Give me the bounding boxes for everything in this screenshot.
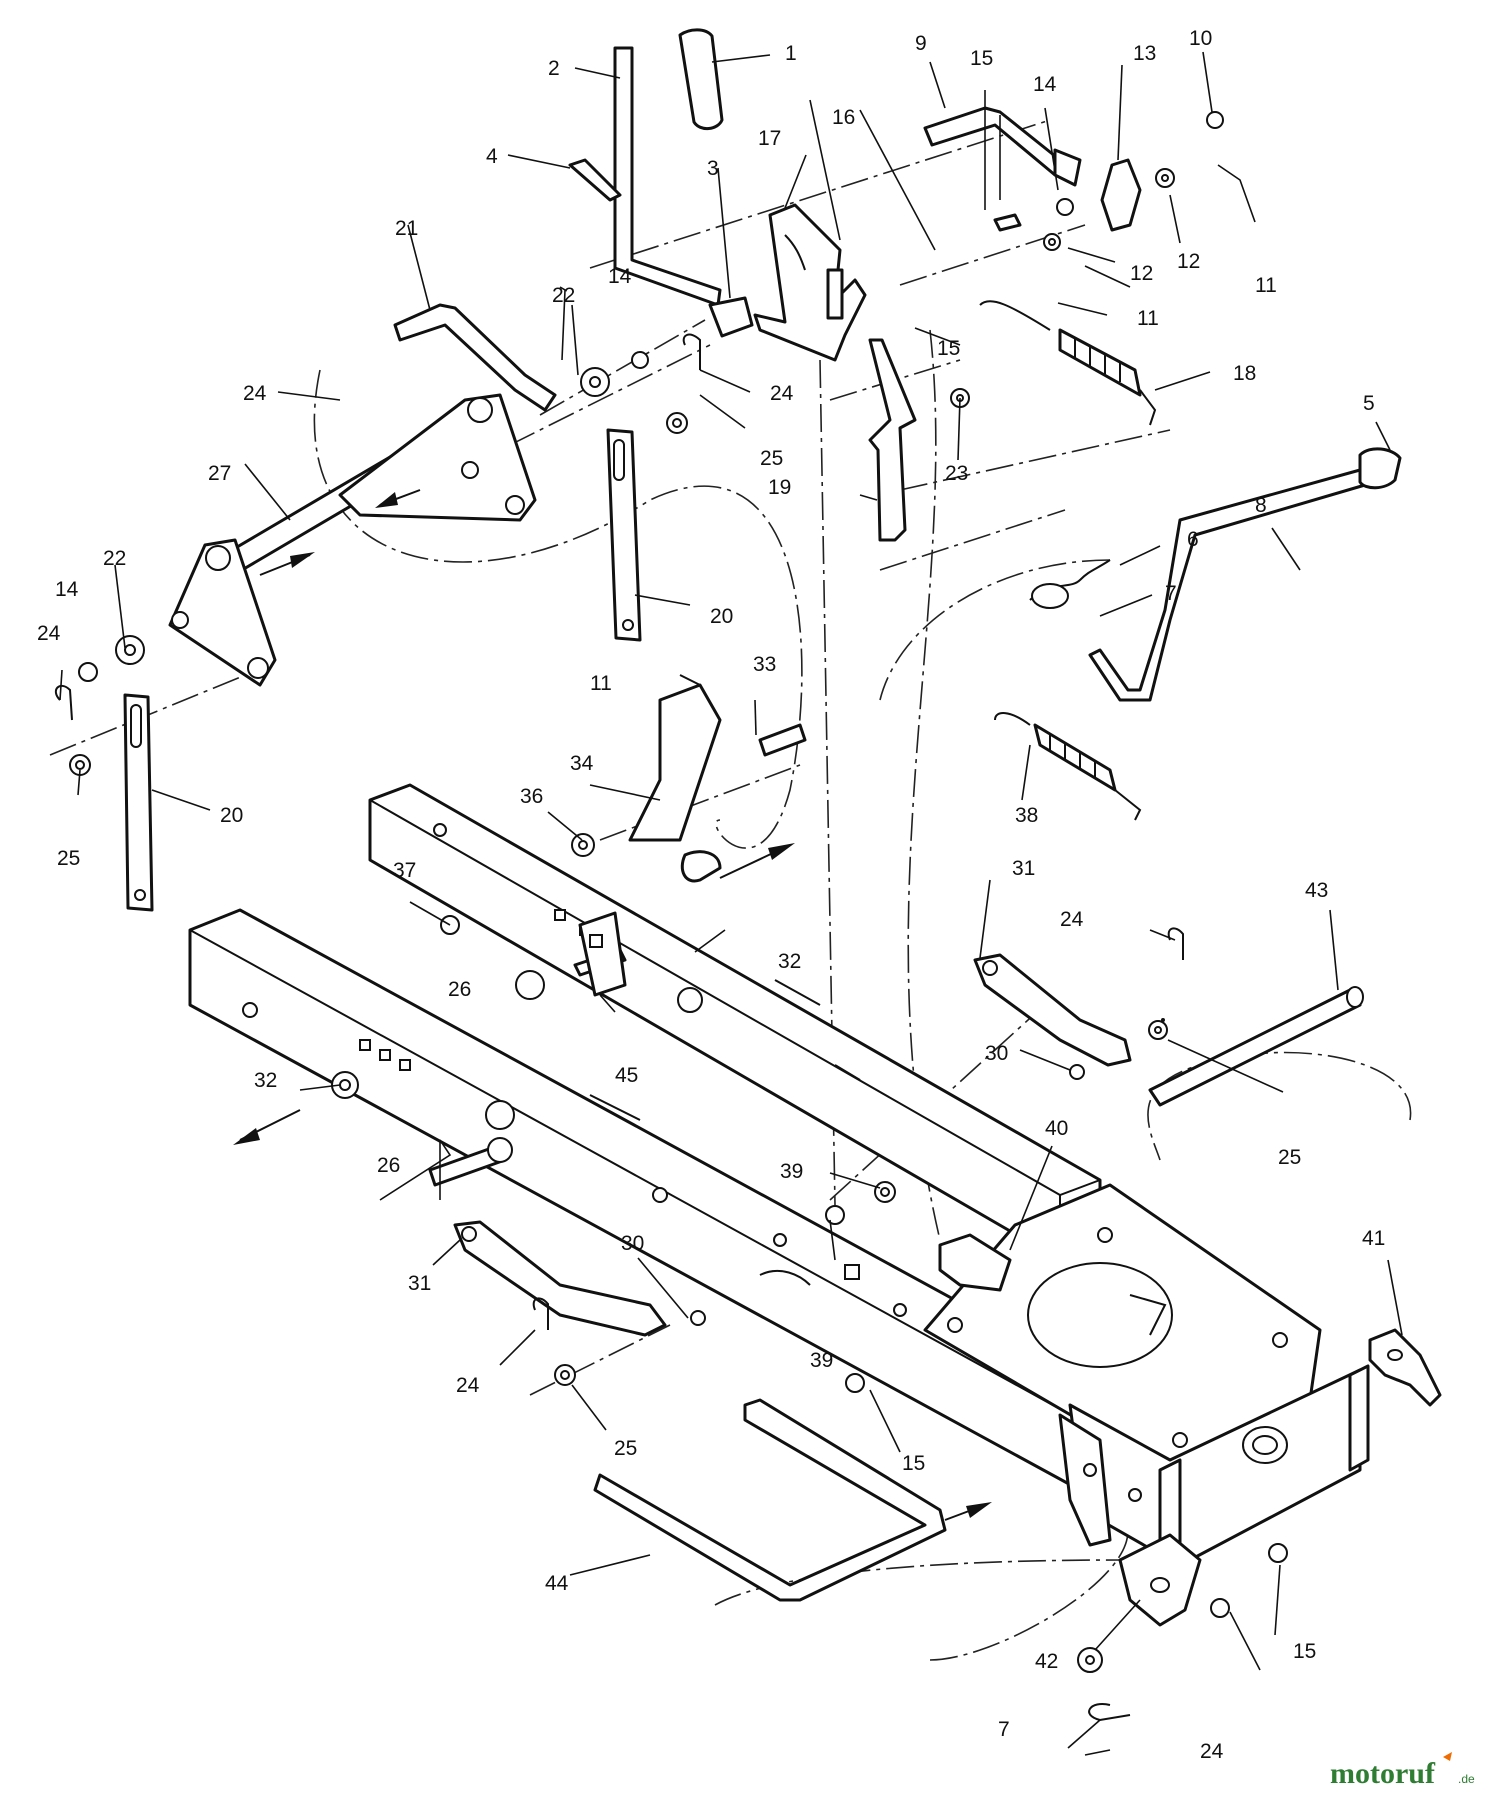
callout-17: 17 <box>758 127 781 150</box>
bracket-40 <box>938 1233 1012 1292</box>
drawbar-44 <box>593 1398 947 1602</box>
callout-14-left: 14 <box>55 578 79 601</box>
callout-44: 44 <box>545 1572 569 1595</box>
bracket-34 <box>628 683 722 842</box>
lift-link-31-front <box>453 1220 667 1337</box>
callout-5: 5 <box>1363 392 1375 415</box>
callout-22-left: 22 <box>103 547 126 570</box>
lift-handle <box>613 28 754 338</box>
callout-39-right: 39 <box>780 1160 803 1183</box>
callout-21: 21 <box>395 217 418 240</box>
callout-26-bottom: 26 <box>377 1154 400 1177</box>
callout-24-right: 24 <box>1060 908 1084 931</box>
watermark-logo: motoruf .de <box>1330 1752 1475 1790</box>
callout-40: 40 <box>1045 1117 1068 1140</box>
watermark-brand: motoruf <box>1330 1757 1436 1790</box>
bracket-42 <box>1118 1533 1202 1627</box>
callout-26-top: 26 <box>448 978 471 1001</box>
callout-3: 3 <box>707 157 719 180</box>
callout-11-mid: 11 <box>1137 307 1159 330</box>
spring-38 <box>994 712 1142 821</box>
callout-24-left: 24 <box>37 622 61 645</box>
callout-19: 19 <box>768 476 791 499</box>
plate-13 <box>1100 158 1142 232</box>
callout-31-right: 31 <box>1012 857 1035 880</box>
callout-24-top: 24 <box>243 382 267 405</box>
lever-8 <box>1088 447 1402 702</box>
callout-15-housing: 15 <box>1293 1640 1316 1663</box>
callout-8: 8 <box>1255 494 1267 517</box>
callout-2: 2 <box>548 57 560 80</box>
callout-11-right: 11 <box>1255 274 1277 297</box>
callout-34: 34 <box>570 752 594 775</box>
callout-7-washer: 7 <box>998 1718 1010 1741</box>
callout-15-top: 15 <box>970 47 993 70</box>
callout-30-right: 30 <box>985 1042 1008 1065</box>
callout-22-mid: 22 <box>552 284 575 307</box>
leader-lines <box>59 51 1403 1756</box>
callout-38: 38 <box>1015 804 1038 827</box>
spring-6 <box>1029 559 1111 609</box>
link-20 <box>123 428 642 912</box>
callout-20-left: 20 <box>220 804 243 827</box>
rod-43 <box>1148 986 1364 1107</box>
lift-arm-21 <box>393 303 557 412</box>
callout-32-left: 32 <box>254 1069 277 1092</box>
callout-37: 37 <box>393 859 416 882</box>
callout-18: 18 <box>1233 362 1256 385</box>
callout-31-left: 31 <box>408 1272 431 1295</box>
callout-27: 27 <box>208 462 231 485</box>
callout-23: 23 <box>945 462 968 485</box>
callout-14-mid: 14 <box>608 265 632 288</box>
callout-16: 16 <box>832 106 855 129</box>
direction-arrows <box>233 489 992 1521</box>
callout-30-left: 30 <box>621 1232 644 1255</box>
callout-13: 13 <box>1133 42 1156 65</box>
callout-25-mid: 25 <box>760 447 783 470</box>
bracket-17 <box>753 203 867 362</box>
spring-18 <box>979 300 1157 426</box>
callout-14-top: 14 <box>1033 73 1057 96</box>
lift-shaft-27 <box>168 393 537 687</box>
callout-6: 6 <box>1187 528 1199 551</box>
watermark-suffix: .de <box>1458 1772 1475 1786</box>
callout-15-frame: 15 <box>902 1452 925 1475</box>
callout-20-mid: 20 <box>710 605 733 628</box>
rear-frame-plate <box>923 1183 1322 1472</box>
callout-36: 36 <box>520 785 543 808</box>
hardware <box>54 111 1288 1722</box>
callout-42: 42 <box>1035 1650 1058 1673</box>
callout-33: 33 <box>753 653 776 676</box>
callout-9: 9 <box>915 32 927 55</box>
callout-24-mid: 24 <box>770 382 794 405</box>
callout-12-right: 12 <box>1177 250 1200 273</box>
lift-link-31-rear <box>973 953 1132 1067</box>
lever-9 <box>923 106 1082 187</box>
callout-39-left: 39 <box>810 1349 833 1372</box>
watermark-accent-icon <box>1443 1752 1452 1761</box>
callout-4: 4 <box>486 145 498 168</box>
callout-1: 1 <box>785 42 797 65</box>
callout-32-right: 32 <box>778 950 801 973</box>
callout-25-right: 25 <box>1278 1146 1301 1169</box>
callout-12-left: 12 <box>1130 262 1153 285</box>
bracket-41 <box>1368 1328 1442 1407</box>
lever-19 <box>868 338 917 542</box>
callout-45: 45 <box>615 1064 638 1087</box>
callout-43: 43 <box>1305 879 1328 902</box>
callout-25-bottom: 25 <box>614 1437 637 1460</box>
callout-41: 41 <box>1362 1227 1385 1250</box>
callout-10: 10 <box>1189 27 1212 50</box>
callout-24-bottom: 24 <box>456 1374 480 1397</box>
callout-7-spring: 7 <box>1165 582 1177 605</box>
callout-labels: 1 2 3 4 5 6 7 7 8 9 10 11 11 11 12 12 13… <box>37 27 1385 1763</box>
callout-15-bracket: 15 <box>937 337 960 360</box>
callout-24-corner: 24 <box>1200 1740 1224 1763</box>
callout-25-left: 25 <box>57 847 80 870</box>
callout-11-lower: 11 <box>590 672 612 695</box>
